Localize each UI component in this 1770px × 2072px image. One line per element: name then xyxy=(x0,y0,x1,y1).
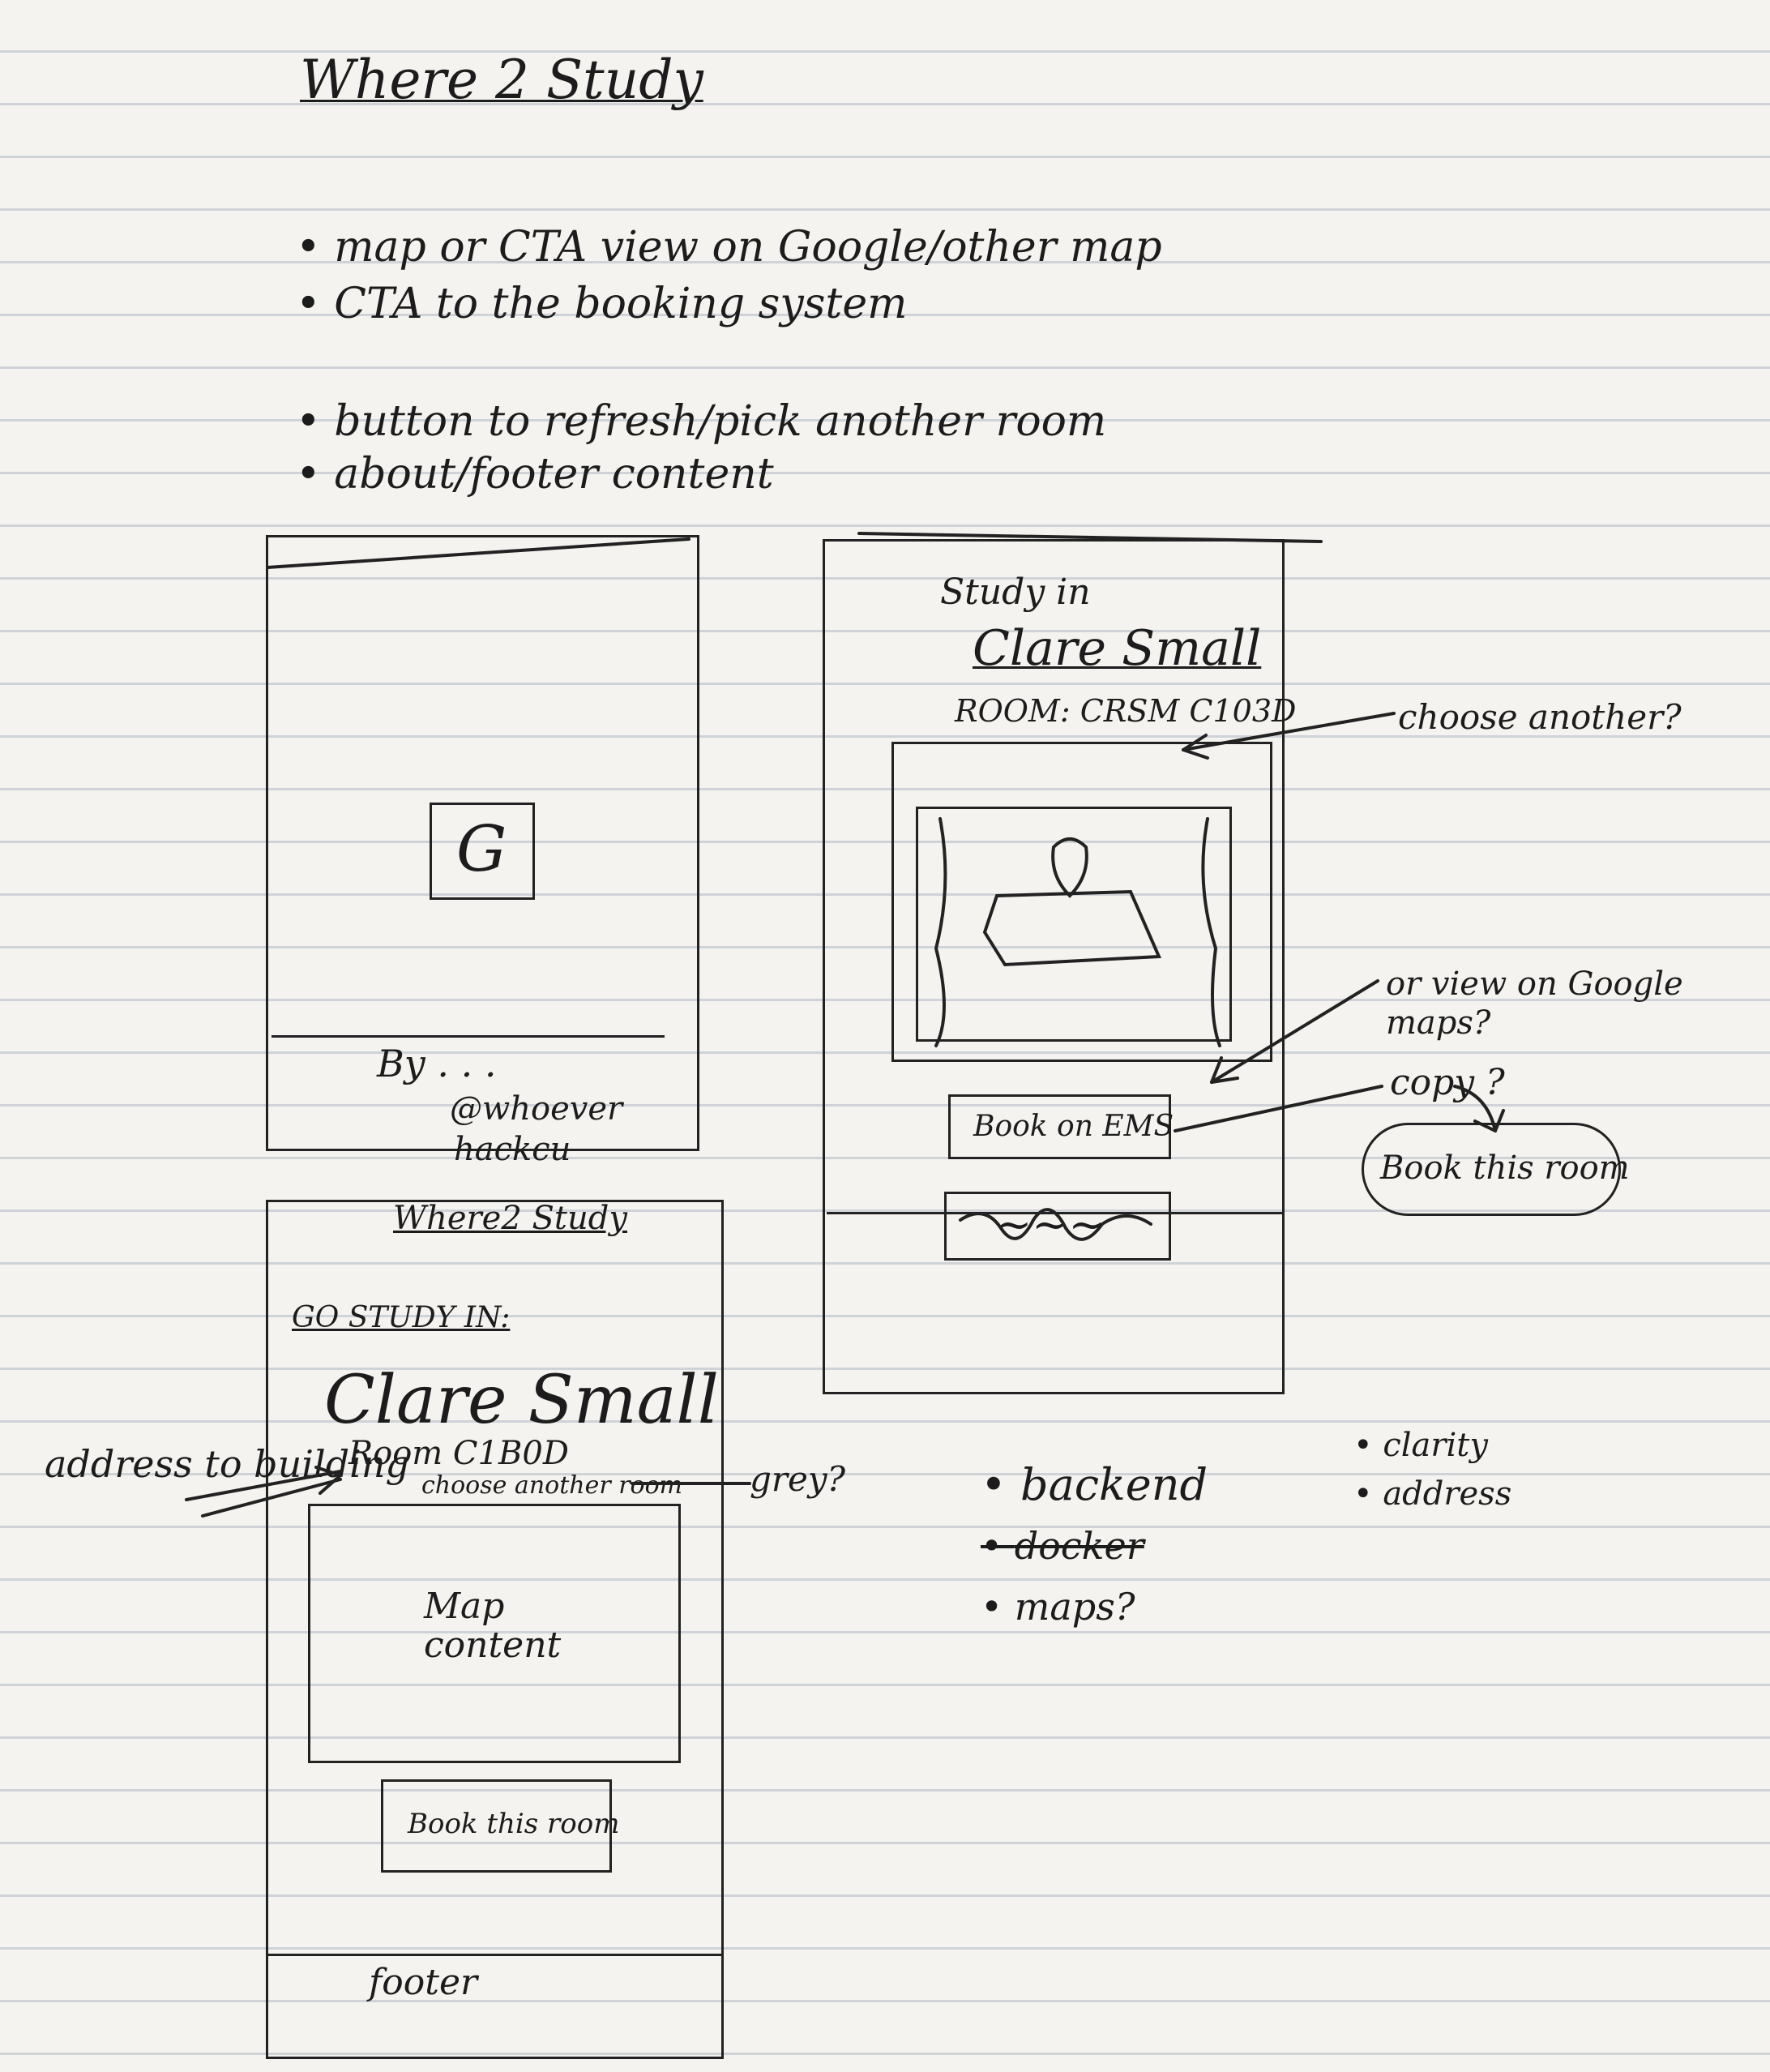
note-item: • map or CTA view on Google/other map xyxy=(296,223,1162,272)
refresh-icon: G xyxy=(456,813,507,886)
map-content-label: Map content xyxy=(424,1586,562,1667)
alt-map-inner xyxy=(916,807,1232,1042)
note-item: • button to refresh/pick another room xyxy=(296,397,1107,446)
annotation-clarity: • clarity xyxy=(1353,1427,1488,1464)
result-heading: Where2 Study xyxy=(393,1200,627,1237)
note-item: • about/footer content xyxy=(296,450,774,499)
alt-scribble: ~~~ xyxy=(995,1199,1105,1250)
annotation-choose-another: choose another? xyxy=(1398,697,1682,737)
alt-room: ROOM: CRSM C103D xyxy=(955,693,1297,729)
alt-book-ems-button[interactable]: Book on EMS xyxy=(948,1094,1174,1159)
annotation-docker: • docker xyxy=(981,1524,1144,1568)
footer-divider xyxy=(267,1954,721,1956)
result-room: Room C1B0D xyxy=(348,1435,569,1472)
alt-map-outer[interactable] xyxy=(891,742,1272,1062)
footer-handle: @whoever xyxy=(450,1090,623,1128)
annotation-maps: • maps? xyxy=(981,1585,1135,1629)
sketch-result-frame xyxy=(266,1200,724,2059)
annotation-book-bubble: Book this room xyxy=(1362,1123,1630,1216)
refresh-button[interactable]: G xyxy=(430,803,535,900)
book-this-room-button[interactable]: Book this room xyxy=(381,1779,619,1873)
alt-book-label: Book on EMS xyxy=(973,1110,1174,1143)
alt-scribble-box: ~~~ xyxy=(944,1192,1171,1261)
sketch-loading-frame xyxy=(266,535,699,1151)
page-title: Where 2 Study xyxy=(300,49,703,111)
annotation-book-label: Book this room xyxy=(1380,1149,1630,1187)
result-building: Clare Small xyxy=(324,1362,719,1439)
book-button-label: Book this room xyxy=(408,1808,620,1840)
note-item: • CTA to the booking system xyxy=(296,280,908,328)
annotation-copy: copy ? xyxy=(1390,1062,1505,1103)
annotation-grey: grey? xyxy=(750,1459,846,1499)
annotation-address2: • address xyxy=(1353,1475,1512,1513)
choose-another-link[interactable]: choose another room xyxy=(421,1471,683,1500)
annotation-address: address to building xyxy=(45,1442,409,1486)
map-content[interactable]: Map content xyxy=(308,1504,681,1763)
go-study-label: GO STUDY IN: xyxy=(292,1301,511,1334)
alt-building: Clare Small xyxy=(973,620,1262,677)
footer-divider xyxy=(271,1035,665,1038)
alt-study-in: Study in xyxy=(940,572,1091,613)
footer-hack: hackcu xyxy=(454,1131,571,1168)
footer-by: By . . . xyxy=(377,1042,497,1085)
annotation-backend: • backend xyxy=(981,1459,1208,1510)
footer-label: footer xyxy=(369,1962,478,2003)
annotation-view-google: or view on Google maps? xyxy=(1386,965,1683,1042)
